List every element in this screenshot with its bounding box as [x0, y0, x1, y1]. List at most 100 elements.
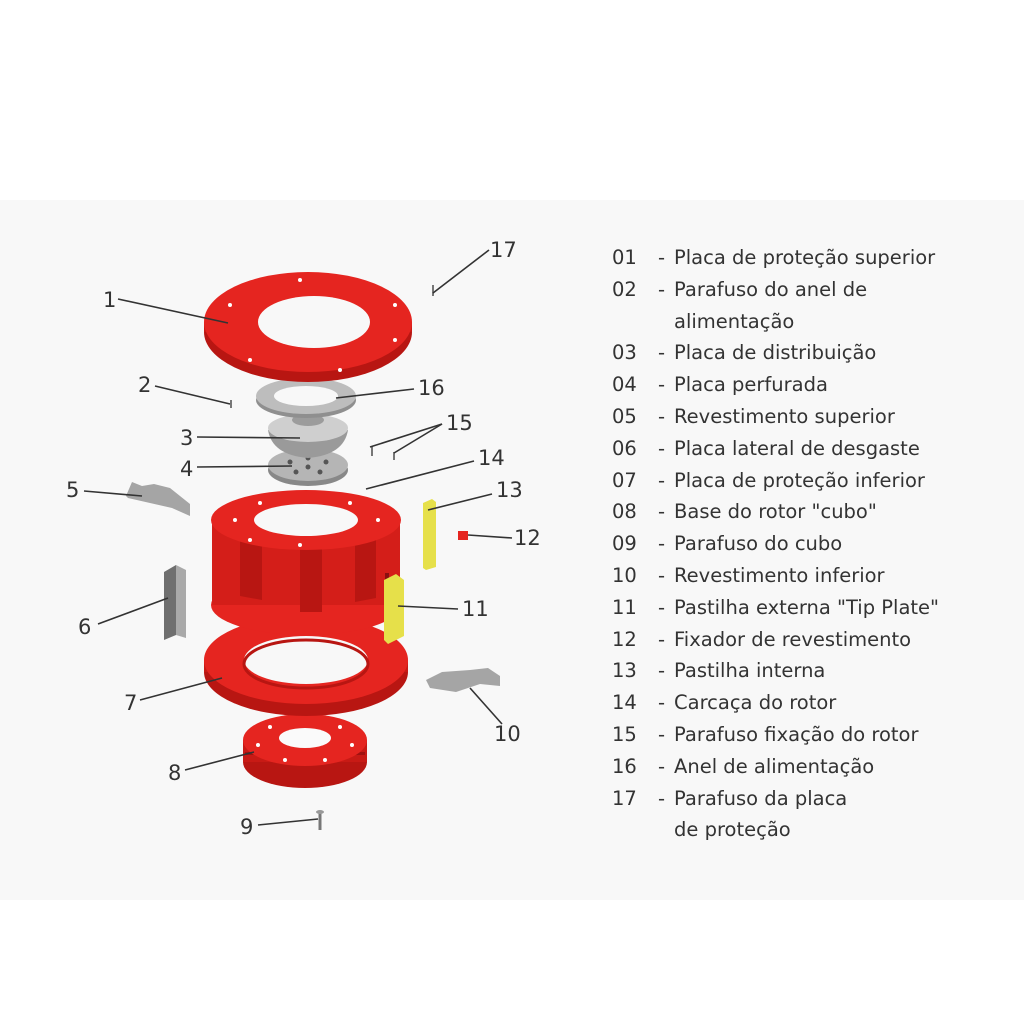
part-lining-fastener: [458, 531, 468, 540]
legend-item: 11-Pastilha externa "Tip Plate": [612, 592, 1012, 624]
legend-dash: -: [658, 404, 666, 428]
legend-text: Parafuso da placa: [674, 786, 848, 810]
legend-dash: -: [658, 786, 666, 810]
legend-number: 13: [612, 659, 637, 683]
part-perforated-plate: [268, 449, 348, 486]
legend-number: 14: [612, 691, 637, 715]
legend-item: 14-Carcaça do rotor: [612, 687, 1012, 719]
legend-dash: -: [658, 436, 666, 460]
legend-dash: -: [658, 691, 666, 715]
part-tip-plate: [384, 574, 404, 644]
legend-item: 02-Parafuso do anel de: [612, 274, 1012, 306]
legend-text: Placa de distribuição: [674, 341, 877, 365]
legend-dash: -: [658, 373, 666, 397]
legend-item: 09-Parafuso do cubo: [612, 528, 1012, 560]
legend-text: Pastilha interna: [674, 659, 826, 683]
legend-item: 12-Fixador de revestimento: [612, 624, 1012, 656]
legend-text: Placa lateral de desgaste: [674, 436, 920, 460]
legend-text: Parafuso fixação do rotor: [674, 722, 919, 746]
part-hub-bolt: [316, 810, 324, 830]
legend-item: 01-Placa de proteção superior: [612, 242, 1012, 274]
part-wear-side-plate: [164, 565, 186, 640]
legend-item: 07-Placa de proteção inferior: [612, 465, 1012, 497]
legend-number: 06: [612, 436, 637, 460]
legend-text: Fixador de revestimento: [674, 627, 912, 651]
callout-11: 11: [462, 597, 489, 621]
part-upper-protection-plate: [204, 272, 412, 382]
legend-text-continuation: alimentação: [674, 309, 795, 333]
legend-text: Placa de proteção inferior: [674, 468, 925, 492]
legend-number: 09: [612, 532, 637, 556]
legend-item: 15-Parafuso fixação do rotor: [612, 719, 1012, 751]
legend-text: Parafuso do cubo: [674, 532, 843, 556]
legend-text: Carcaça do rotor: [674, 691, 837, 715]
legend-item-continuation: de proteção: [612, 814, 1012, 846]
part-distribution-plate: [268, 414, 348, 458]
legend-dash: -: [658, 468, 666, 492]
diagram-background: [0, 200, 1024, 900]
legend-number: 07: [612, 468, 637, 492]
legend-dash: -: [658, 500, 666, 524]
part-lower-protection-plate: [204, 616, 408, 716]
callout-1: 1: [103, 288, 116, 312]
legend-number: 10: [612, 563, 637, 587]
legend-number: 17: [612, 786, 637, 810]
callout-3: 3: [180, 426, 193, 450]
callout-17: 17: [490, 238, 517, 262]
legend-item: 06-Placa lateral de desgaste: [612, 433, 1012, 465]
legend-item-continuation: alimentação: [612, 306, 1012, 338]
legend-dash: -: [658, 277, 666, 301]
legend-text: Placa perfurada: [674, 373, 828, 397]
legend-item: 13-Pastilha interna: [612, 655, 1012, 687]
leader-lines: [83, 249, 513, 826]
legend-item: 05-Revestimento superior: [612, 401, 1012, 433]
part-rotor-base-hub: [243, 714, 367, 788]
legend-text: Base do rotor "cubo": [674, 500, 877, 524]
part-feed-ring: [256, 378, 356, 418]
part-inner-insert: [423, 499, 436, 570]
legend-text: Parafuso do anel de: [674, 277, 868, 301]
callout-9: 9: [240, 815, 253, 839]
legend-number: 04: [612, 373, 637, 397]
legend-text: Revestimento inferior: [674, 563, 885, 587]
legend-item: 08-Base do rotor "cubo": [612, 496, 1012, 528]
legend-dash: -: [658, 659, 666, 683]
legend-number: 15: [612, 722, 637, 746]
callout-5: 5: [66, 478, 79, 502]
callout-7: 7: [124, 691, 137, 715]
legend-dash: -: [658, 722, 666, 746]
legend-text-continuation: de proteção: [674, 818, 791, 842]
part-upper-lining: [126, 482, 190, 516]
legend-number: 16: [612, 754, 637, 778]
legend-number: 12: [612, 627, 637, 651]
callout-8: 8: [168, 761, 181, 785]
legend-item: 03-Placa de distribuição: [612, 337, 1012, 369]
legend-item: 16-Anel de alimentação: [612, 751, 1012, 783]
legend-dash: -: [658, 341, 666, 365]
callout-4: 4: [180, 457, 193, 481]
part-rotor-housing: [211, 490, 401, 635]
callout-14: 14: [478, 446, 505, 470]
callout-2: 2: [138, 373, 151, 397]
legend-item: 10-Revestimento inferior: [612, 560, 1012, 592]
legend-number: 05: [612, 404, 637, 428]
legend-text: Placa de proteção superior: [674, 246, 936, 269]
legend-number: 03: [612, 341, 637, 365]
legend-number: 01: [612, 246, 637, 269]
legend-item: 04-Placa perfurada: [612, 369, 1012, 401]
legend-text: Pastilha externa "Tip Plate": [674, 595, 940, 619]
legend-text: Anel de alimentação: [674, 754, 875, 778]
legend-dash: -: [658, 754, 666, 778]
callout-13: 13: [496, 478, 523, 502]
legend-dash: -: [658, 532, 666, 556]
legend-number: 11: [612, 595, 637, 619]
callout-16: 16: [418, 376, 445, 400]
legend-number: 08: [612, 500, 637, 524]
legend-dash: -: [658, 246, 666, 269]
legend-text: Revestimento superior: [674, 404, 895, 428]
legend-number: 02: [612, 277, 637, 301]
part-lower-lining: [426, 668, 500, 692]
legend-item: 17-Parafuso da placa: [612, 783, 1012, 815]
